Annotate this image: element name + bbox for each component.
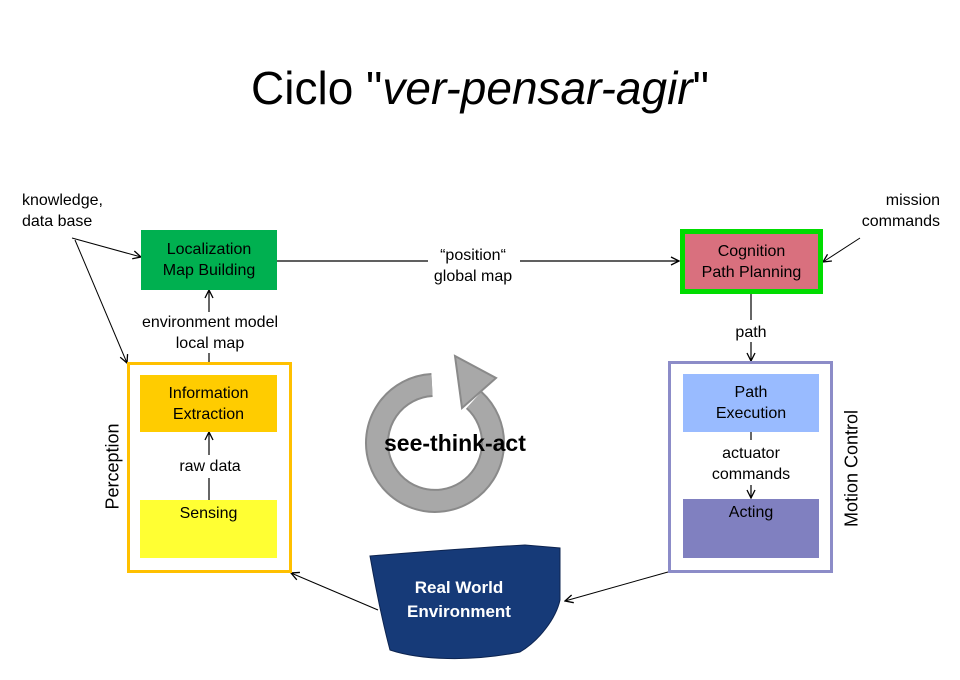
sensing-block: Sensing <box>140 500 277 558</box>
environment-model-label: environment model local map <box>124 312 296 354</box>
arrow-world-to-perception <box>291 573 379 611</box>
arrow-knowledge-to-localization <box>71 237 141 257</box>
acting-label: Acting <box>728 504 774 521</box>
perception-label: Perception <box>102 423 123 510</box>
knowledge-label: knowledge, data base <box>22 190 103 232</box>
env-line-2: local map <box>175 335 245 352</box>
world-blob <box>369 544 561 660</box>
information-extraction-block: Information Extraction <box>140 375 277 432</box>
knowledge-line-1: knowledge, <box>22 192 103 209</box>
env-line-1: environment model <box>141 314 279 331</box>
actuator-line-1: actuator <box>722 445 780 462</box>
arrow-motion-to-world <box>565 571 669 601</box>
mission-line-2: commands <box>861 213 940 230</box>
cognition-block: Cognition Path Planning <box>680 229 823 294</box>
localization-line-2: Map Building <box>162 262 256 279</box>
path-execution-line-2: Execution <box>715 405 787 422</box>
title-emphasis: ver-pensar-agir <box>382 62 693 114</box>
position-line-2: global map <box>433 268 513 285</box>
cycle-arrow-icon <box>365 354 505 513</box>
see-think-act-label: see-think-act <box>384 430 526 456</box>
actuator-commands-label: actuator commands <box>691 443 811 485</box>
motion-control-frame <box>668 361 833 573</box>
path-execution-block: Path Execution <box>683 374 819 432</box>
localization-line-1: Localization <box>166 241 252 258</box>
information-line-2: Extraction <box>172 405 245 423</box>
path-label: path <box>735 324 767 341</box>
perception-frame <box>127 362 292 573</box>
cognition-line-1: Cognition <box>717 242 786 260</box>
acting-block: Acting <box>683 499 819 558</box>
path-execution-line-1: Path <box>734 384 768 401</box>
title-prefix: Ciclo " <box>251 62 383 114</box>
mission-label: mission commands <box>838 190 940 232</box>
knowledge-line-2: data base <box>22 213 93 230</box>
world-line-1: Real World <box>414 578 504 597</box>
raw-data-label: raw data <box>179 458 241 475</box>
mission-line-1: mission <box>885 192 940 209</box>
world-line-2: Environment <box>407 602 511 621</box>
sensing-label: Sensing <box>179 505 238 522</box>
actuator-line-2: commands <box>711 466 791 483</box>
motion-control-label: Motion Control <box>841 409 862 528</box>
arrow-knowledge-to-perception <box>74 239 127 363</box>
cognition-line-2: Path Planning <box>701 263 802 281</box>
title-suffix: " <box>692 62 709 114</box>
information-line-1: Information <box>168 384 249 402</box>
arrow-mission-to-cognition <box>823 237 861 262</box>
position-line-1: “position“ <box>440 247 506 264</box>
localization-block: Localization Map Building <box>141 230 277 290</box>
position-label: “position“ global map <box>423 245 523 287</box>
slide-title: Ciclo "ver-pensar-agir" <box>0 58 960 118</box>
real-world-label: Real World Environment <box>379 576 539 624</box>
